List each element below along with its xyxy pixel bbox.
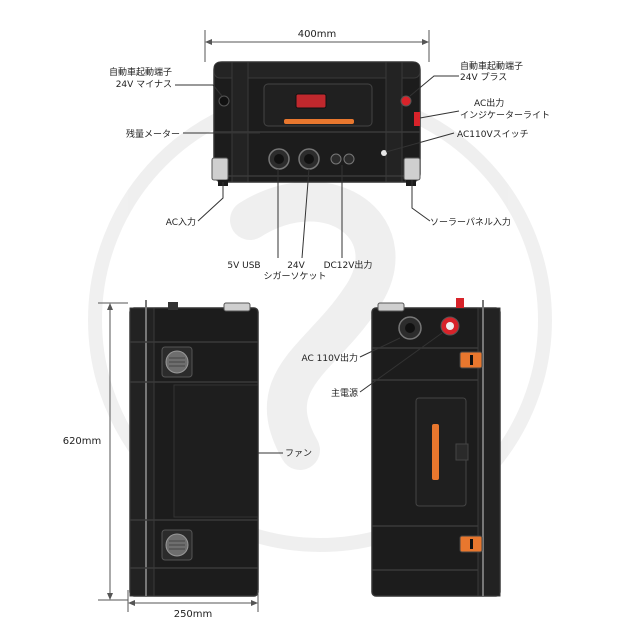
back-leaders [359,332,443,393]
terminal-plus [400,95,412,107]
height-label: 620mm [63,436,102,447]
label-ac-out: AC 110V出力 [302,352,358,364]
dc12-port-b [343,153,355,165]
label-main-power: 主電源 [331,387,358,399]
ac-switch [381,150,387,156]
terminal-minus [218,95,230,107]
label-cigar-1: 24V [287,261,305,271]
width-label: 400mm [298,29,337,40]
label-dc12: DC12V出力 [324,259,373,271]
label-meter: 残量メーター [126,128,180,140]
label-ac-indicator-1: AC出力 [474,97,504,109]
label-car-minus-1: 自動車起動端子 [109,66,172,78]
label-ac-indicator-2: インジケーターライト [460,110,550,121]
ac-indicator-light [414,112,420,126]
depth-dimension: 250mm [127,590,259,620]
width-dimension: 400mm [204,29,430,62]
depth-label: 250mm [174,609,213,620]
front-leaders [175,75,460,259]
label-car-plus-2: 24V プラス [460,72,507,83]
label-car-plus-1: 自動車起動端子 [460,60,523,72]
front-case [211,61,421,186]
label-ac-input: AC入力 [166,216,196,228]
label-fan: ファン [285,449,312,459]
fan-top [161,346,193,378]
back-case [371,298,501,597]
height-dimension: 620mm [63,302,128,601]
label-usb: 5V USB [227,261,260,271]
label-cigar-2: シガーソケット [263,271,326,282]
label-ac-switch: AC110Vスイッチ [457,129,529,140]
label-solar-input: ソーラーパネル入力 [430,216,511,228]
label-car-minus-2: 24V マイナス [116,79,172,90]
fan-bottom [161,529,193,561]
side-case [129,300,259,597]
battery-meter-display [295,93,327,109]
back-handle [432,424,439,480]
dc12-port-a [330,153,342,165]
front-handle [284,119,354,124]
